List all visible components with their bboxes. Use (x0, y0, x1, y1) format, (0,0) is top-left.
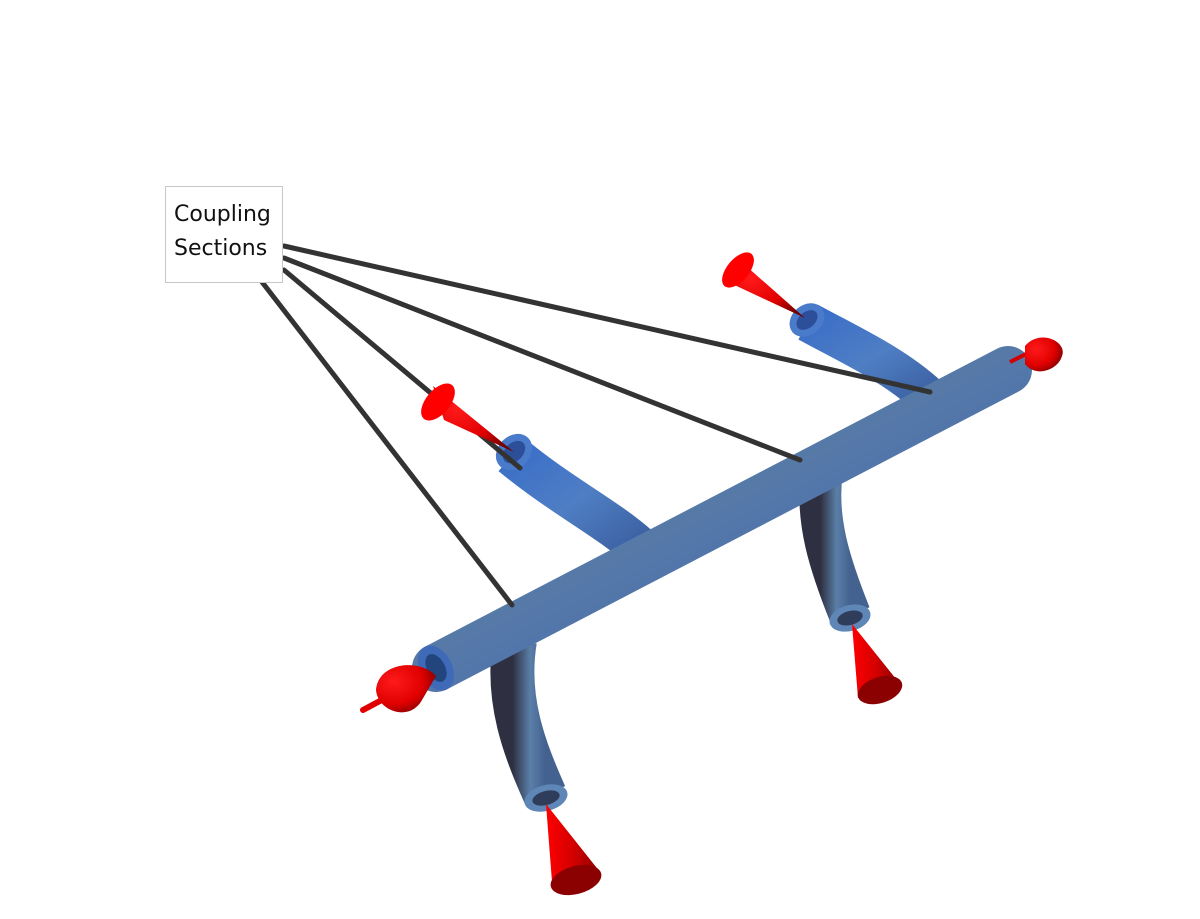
callout-leader-lines (259, 243, 933, 608)
branch-pipe-upper-left (495, 433, 655, 564)
coupling-sections-callout: Coupling Sections (165, 186, 283, 283)
flow-arrow-right-end (1009, 337, 1063, 372)
flow-arrow-lower-left (546, 804, 602, 896)
main-header-pipe (412, 346, 1032, 692)
callout-line-2: Sections (174, 236, 268, 261)
flow-arrow-upper-left (421, 383, 514, 452)
flow-arrow-upper-right (722, 252, 805, 318)
flow-arrow-left-end (360, 665, 436, 713)
branch-pipe-lower-right (799, 467, 871, 632)
branch-pipe-lower-left (490, 636, 568, 812)
branch-pipe-upper-right (789, 303, 944, 413)
flow-arrow-lower-right (852, 624, 903, 705)
callout-line-1: Coupling (174, 202, 271, 227)
